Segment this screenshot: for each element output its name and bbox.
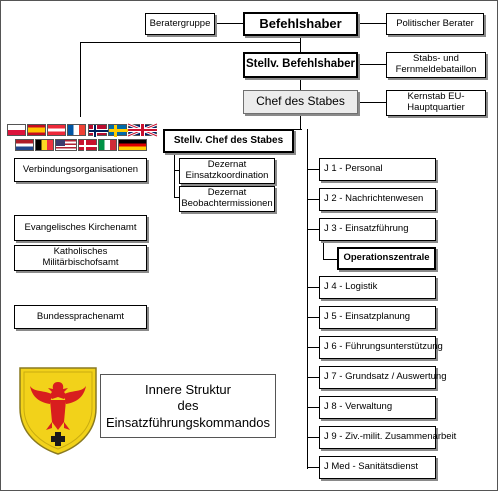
commander-box: Befehlshaber	[243, 12, 358, 36]
liaison-organizations-box: Verbindungsorganisationen	[14, 158, 147, 182]
connector	[300, 114, 301, 129]
denmark-flag-icon	[78, 139, 98, 152]
j-division-box: J 9 - Ziv.-milit. Zusammenarbeit	[319, 426, 456, 449]
title-box: Innere Struktur des Einsatzführungskomma…	[100, 374, 276, 438]
connector	[307, 129, 308, 469]
connector	[300, 77, 301, 90]
core-staff-box: Kernstab EU-Hauptquartier	[386, 90, 486, 116]
connector	[357, 102, 387, 103]
operations-coordination-box: Dezernat Einsatzkoordination	[179, 158, 275, 184]
connector	[307, 467, 319, 468]
diagram-title: Innere Struktur des Einsatzführungskomma…	[101, 382, 275, 431]
j-division-box: J 7 - Grundsatz / Auswertung	[319, 366, 447, 389]
connector	[174, 170, 179, 171]
united-kingdom-flag-icon	[127, 122, 158, 138]
connector	[307, 437, 319, 438]
connector	[357, 64, 387, 65]
observer-missions-box: Dezernat Beobachtermissionen	[179, 186, 275, 212]
sweden-flag-icon	[108, 124, 128, 137]
connector	[174, 152, 175, 198]
j-division-box: J 2 - Nachrichtenwesen	[319, 188, 436, 211]
connector	[307, 317, 319, 318]
deputy-commander-box: Stellv. Befehlshaber	[243, 52, 358, 78]
connector	[307, 347, 319, 348]
connector	[307, 199, 319, 200]
deputy-chief-box: Stellv. Chef des Stabes	[163, 129, 294, 153]
austria-flag-icon	[47, 124, 66, 136]
j-division-box: J 4 - Logistik	[319, 276, 436, 299]
italy-flag-icon	[98, 139, 117, 151]
usa-flag-icon	[55, 139, 77, 151]
staff-battalion-box: Stabs- und Fernmeldebataillon	[386, 52, 486, 78]
connector	[80, 42, 81, 117]
connector	[323, 259, 337, 260]
j-division-box: J 1 - Personal	[319, 158, 436, 181]
title-line: Einsatzführungskommandos	[105, 414, 271, 430]
connector	[300, 34, 301, 52]
advisor-group-box: Beratergruppe	[145, 13, 215, 35]
connector	[307, 287, 319, 288]
connector	[214, 23, 244, 24]
poland-flag-icon	[7, 124, 26, 136]
catholic-bishop-office-box: Katholisches Militärbischofsamt	[14, 245, 147, 271]
connector	[307, 169, 319, 170]
norway-flag-icon	[88, 124, 108, 137]
france-flag-icon	[67, 124, 86, 136]
j-division-box: J 8 - Verwaltung	[319, 396, 436, 419]
j-division-box: J 6 - Führungsunterstützung	[319, 336, 443, 359]
j-division-box: J 5 - Einsatzplanung	[319, 306, 436, 329]
netherlands-flag-icon	[15, 139, 34, 151]
belgium-flag-icon	[35, 139, 54, 151]
chief-of-staff-box: Chef des Stabes	[243, 90, 358, 114]
j-division-box: J Med - Sanitätsdienst	[319, 456, 436, 479]
connector	[307, 407, 319, 408]
germany-flag-icon	[118, 139, 147, 151]
connector	[307, 229, 319, 230]
political-advisor-box: Politischer Berater	[386, 13, 484, 35]
connector	[357, 23, 387, 24]
language-office-box: Bundessprachenamt	[14, 305, 147, 329]
operations-center-box: Operationszentrale	[337, 247, 436, 270]
title-line: des	[177, 398, 199, 414]
title-line: Innere Struktur	[145, 382, 231, 397]
connector	[307, 377, 319, 378]
coat-of-arms-icon	[19, 367, 97, 455]
protestant-church-office-box: Evangelisches Kirchenamt	[14, 215, 147, 241]
j-division-box: J 3 - Einsatzführung	[319, 218, 436, 241]
connector	[174, 197, 179, 198]
connector	[80, 42, 300, 43]
connector	[323, 239, 324, 259]
spain-flag-icon	[27, 124, 46, 136]
